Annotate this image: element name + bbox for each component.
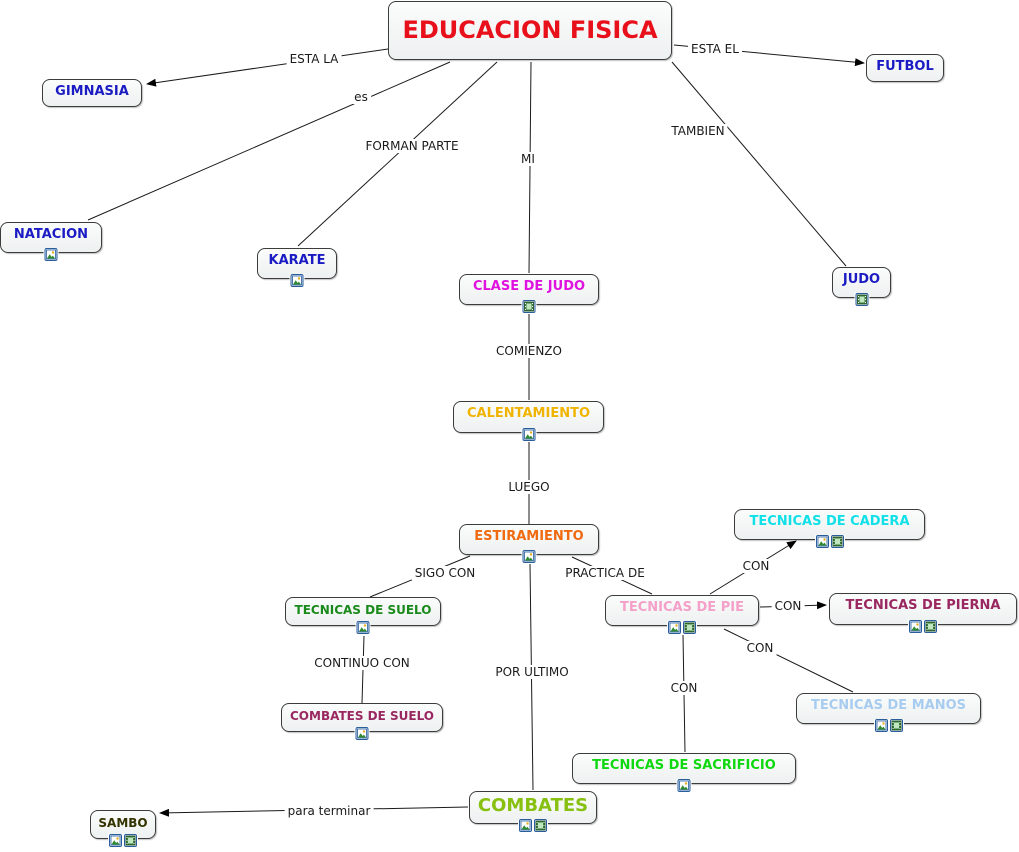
edge-label-esta-el: ESTA EL (688, 42, 742, 56)
edge-tambien (671, 61, 847, 267)
image-icon[interactable] (522, 550, 536, 563)
edge-forman-parte (297, 61, 498, 247)
node-tecnicas-de-cadera[interactable]: TECNICAS DE CADERA (734, 509, 925, 548)
edge-label-con-sacrificio: CON (667, 681, 701, 695)
node-resources (873, 719, 904, 732)
node-gimnasia[interactable]: GIMNASIA (42, 79, 142, 107)
image-icon[interactable] (522, 428, 535, 441)
edge-label-por-ultimo: POR ULTIMO (492, 665, 572, 679)
node-label: TECNICAS DE MANOS (811, 698, 966, 713)
node-label: ESTIRAMIENTO (474, 529, 584, 544)
node-label: EDUCACION FISICA (402, 16, 658, 44)
node-label: TECNICAS DE SACRIFICIO (592, 758, 776, 773)
node-clase-de-judo[interactable]: CLASE DE JUDO (459, 274, 599, 313)
node-label: TECNICAS DE CADERA (749, 514, 910, 529)
node-label: SAMBO (98, 816, 148, 830)
edge-label-mi: MI (518, 152, 538, 166)
node-resources (354, 727, 370, 740)
node-sambo[interactable]: SAMBO (90, 810, 156, 847)
edge-es (87, 61, 451, 221)
edge-label-sigo-con: SIGO CON (411, 566, 479, 580)
image-icon[interactable] (356, 621, 370, 634)
image-icon[interactable] (815, 535, 829, 548)
node-tecnicas-de-pierna[interactable]: TECNICAS DE PIERNA (829, 593, 1017, 633)
node-natacion[interactable]: NATACION (0, 222, 102, 261)
node-tecnicas-de-manos[interactable]: TECNICAS DE MANOS (796, 693, 981, 732)
node-resources (289, 274, 305, 287)
node-label: CALENTAMIENTO (466, 406, 591, 421)
image-icon[interactable] (109, 834, 122, 847)
node-label: COMBATES DE SUELO (290, 709, 434, 723)
image-icon[interactable] (874, 719, 888, 732)
video-icon[interactable] (830, 535, 844, 548)
video-icon[interactable] (889, 719, 903, 732)
node-tecnicas-de-sacrificio[interactable]: TECNICAS DE SACRIFICIO (572, 753, 796, 792)
node-resources (521, 550, 537, 563)
node-label: TECNICAS DE PIE (620, 600, 744, 615)
image-icon[interactable] (909, 620, 922, 633)
node-tecnicas-de-suelo[interactable]: TECNICAS DE SUELO (285, 597, 441, 634)
edge-label-con-manos: CON (743, 641, 777, 655)
node-resources (521, 300, 537, 313)
edge-label-para-terminar: para terminar (284, 804, 374, 818)
video-icon[interactable] (522, 300, 536, 313)
image-icon[interactable] (44, 248, 58, 261)
node-resources (908, 620, 938, 633)
edge-label-es: es (351, 90, 371, 104)
edge-label-esta-la: ESTA LA (286, 52, 342, 66)
node-calentamiento[interactable]: CALENTAMIENTO (453, 401, 604, 441)
node-combates-de-suelo[interactable]: COMBATES DE SUELO (281, 703, 443, 740)
node-label: KARATE (268, 253, 326, 268)
node-karate[interactable]: KARATE (257, 248, 337, 287)
image-icon[interactable] (677, 779, 691, 792)
image-icon[interactable] (355, 727, 369, 740)
node-label: COMBATES (477, 795, 589, 816)
node-label: JUDO (842, 272, 881, 287)
node-combates[interactable]: COMBATES (469, 791, 597, 832)
node-label: FUTBOL (876, 59, 934, 74)
video-icon[interactable] (855, 293, 868, 306)
node-tecnicas-de-pie[interactable]: TECNICAS DE PIE (605, 595, 759, 634)
image-icon[interactable] (668, 621, 681, 634)
node-label: NATACION (13, 227, 89, 242)
node-resources (854, 293, 869, 306)
image-icon[interactable] (290, 274, 304, 287)
edge-mi (528, 61, 532, 274)
node-resources (814, 535, 845, 548)
node-futbol[interactable]: FUTBOL (866, 54, 944, 82)
image-icon[interactable] (519, 819, 532, 832)
edge-label-con-cadera: CON (739, 559, 773, 573)
edge-label-con-pierna: CON (771, 599, 805, 613)
video-icon[interactable] (124, 834, 137, 847)
node-resources (355, 621, 371, 634)
edge-label-continuo-con: CONTINUO CON (311, 656, 413, 670)
node-resources (518, 819, 548, 832)
edge-label-comienzo: COMIENZO (493, 344, 565, 358)
video-icon[interactable] (683, 621, 696, 634)
node-resources (108, 834, 138, 847)
edge-label-practica-de: PRACTICA DE (562, 566, 648, 580)
node-label: TECNICAS DE PIERNA (845, 598, 1001, 613)
node-judo[interactable]: JUDO (832, 267, 891, 306)
node-estiramiento[interactable]: ESTIRAMIENTO (459, 524, 599, 563)
node-resources (676, 779, 692, 792)
edge-label-tambien: TAMBIEN (668, 124, 728, 138)
node-resources (667, 621, 697, 634)
edge-label-forman-parte: FORMAN PARTE (362, 139, 462, 153)
video-icon[interactable] (924, 620, 937, 633)
video-icon[interactable] (534, 819, 547, 832)
edge-con-manos (723, 628, 854, 693)
node-label: CLASE DE JUDO (472, 279, 586, 294)
node-label: GIMNASIA (55, 84, 129, 99)
node-resources (521, 428, 536, 441)
edge-esta-la (146, 48, 389, 87)
node-educacion-fisica[interactable]: EDUCACION FISICA (388, 1, 672, 60)
node-resources (43, 248, 59, 261)
edge-label-luego: LUEGO (505, 480, 553, 494)
node-label: TECNICAS DE SUELO (294, 603, 432, 617)
